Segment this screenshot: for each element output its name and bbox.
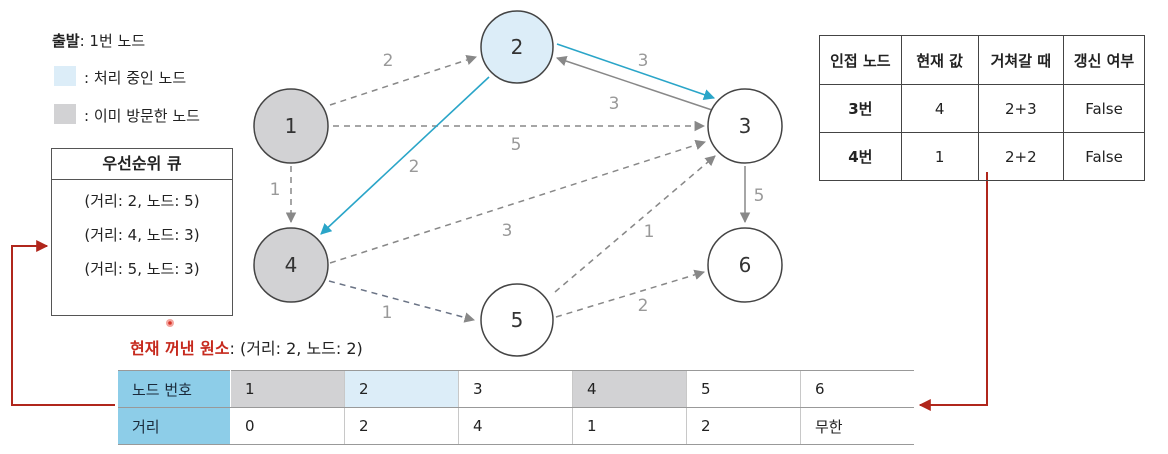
edge-weight-4-3: 3 [502, 221, 513, 241]
legend-visited-label: : 이미 방문한 노드 [84, 107, 200, 125]
table-row: 4번 1 2+2 False [819, 132, 1145, 181]
adjacency-header: 갱신 여부 [1063, 35, 1145, 85]
node-4 [253, 227, 329, 303]
current-element: 현재 꺼낸 원소: (거리: 2, 노드: 2) [130, 335, 363, 359]
edge-1-2 [329, 54, 477, 106]
table-update-arrow [918, 172, 988, 411]
edge-4-5 [328, 280, 476, 323]
priority-queue-title: 우선순위 큐 [52, 149, 232, 180]
node-label-1: 1 [285, 114, 298, 138]
node-6 [707, 227, 783, 303]
adjacency-cell: 4 [900, 84, 979, 133]
queue-item: (거리: 2, 노드: 5) [84, 192, 200, 210]
edge-weight-2-3: 3 [638, 51, 649, 71]
adjacency-cell: False [1063, 84, 1145, 133]
distance-value-row: 거리 0 2 4 1 2 무한 [118, 407, 914, 445]
adjacency-cell: 1 [900, 132, 979, 181]
legend-start: 출발: 1번 노드 [52, 30, 145, 51]
legend-processing-label: : 처리 중인 노드 [84, 69, 187, 87]
adjacency-cell: 2+3 [977, 84, 1065, 133]
edge-weight-4-5: 1 [382, 303, 393, 323]
node-number-cell: 4 [571, 370, 687, 408]
adjacency-cell: 2+2 [977, 132, 1065, 181]
distance-header: 거리 [118, 407, 232, 445]
edge-4-3 [329, 139, 706, 264]
distance-cell: 4 [458, 407, 573, 445]
node-number-header: 노드 번호 [118, 370, 232, 408]
adjacency-header: 인접 노드 [819, 35, 902, 85]
edge-weight-3-6: 5 [754, 186, 765, 206]
cursor-dot-center [168, 321, 172, 325]
edge-weight-1-2: 2 [383, 51, 394, 71]
legend-start-value: : 1번 노드 [79, 32, 146, 50]
distance-cell: 0 [230, 407, 345, 445]
distance-cell: 2 [685, 407, 801, 445]
edge-weight-5-3: 1 [644, 222, 655, 242]
adjacency-header: 현재 값 [900, 35, 979, 85]
table-row: 3번 4 2+3 False [819, 84, 1145, 133]
distance-cell: 무한 [799, 407, 914, 445]
edge-5-6 [555, 269, 706, 318]
node-label-4: 4 [285, 253, 298, 277]
node-2 [480, 10, 554, 84]
node-number-cell: 6 [799, 370, 914, 408]
legend-start-label: 출발 [52, 32, 80, 50]
node-label-3: 3 [739, 114, 752, 138]
adjacency-header-row: 인접 노드 현재 값 거쳐갈 때 갱신 여부 [819, 35, 1145, 85]
queue-item: (거리: 4, 노드: 3) [84, 226, 200, 244]
edge-weight-1-4: 1 [270, 180, 281, 200]
distance-table: 노드 번호 1 2 3 4 5 6 거리 0 2 4 1 2 무한 [118, 370, 914, 445]
adjacency-header: 거쳐갈 때 [977, 35, 1065, 85]
visited-swatch [54, 104, 76, 124]
current-element-label: 현재 꺼낸 원소 [130, 339, 230, 358]
edge-5-3 [554, 155, 716, 293]
queue-item: (거리: 5, 노드: 3) [84, 260, 200, 278]
node-number-cell: 5 [685, 370, 801, 408]
adjacency-cell: False [1063, 132, 1145, 181]
node-label-5: 5 [511, 308, 524, 332]
adjacency-table: 인접 노드 현재 값 거쳐갈 때 갱신 여부 3번 4 2+3 False 4번… [819, 35, 1145, 181]
current-element-value: : (거리: 2, 노드: 2) [229, 339, 363, 358]
processing-swatch [54, 66, 76, 86]
queue-feedback-arrow [11, 240, 115, 406]
edge-2-3 [556, 43, 716, 101]
edge-weight-3-2: 3 [609, 94, 620, 114]
adjacency-cell: 3번 [819, 84, 902, 133]
edge-2-4 [320, 76, 490, 235]
node-number-cell: 3 [458, 370, 573, 408]
node-number-cell: 1 [230, 370, 345, 408]
distance-cell: 2 [344, 407, 459, 445]
node-label-2: 2 [511, 35, 524, 59]
node-5 [480, 283, 554, 357]
node-1 [253, 88, 329, 164]
edge-weight-1-3: 5 [511, 135, 522, 155]
priority-queue-box: 우선순위 큐 (거리: 2, 노드: 5) (거리: 4, 노드: 3) (거리… [51, 148, 233, 316]
edge-3-2 [556, 56, 713, 111]
edge-weight-5-6: 2 [638, 296, 649, 316]
node-3 [707, 88, 783, 164]
node-label-6: 6 [739, 253, 752, 277]
distance-cell: 1 [571, 407, 687, 445]
node-number-cell: 2 [344, 370, 459, 408]
distance-node-row: 노드 번호 1 2 3 4 5 6 [118, 370, 914, 408]
edge-weight-2-4: 2 [409, 157, 420, 177]
adjacency-cell: 4번 [819, 132, 902, 181]
